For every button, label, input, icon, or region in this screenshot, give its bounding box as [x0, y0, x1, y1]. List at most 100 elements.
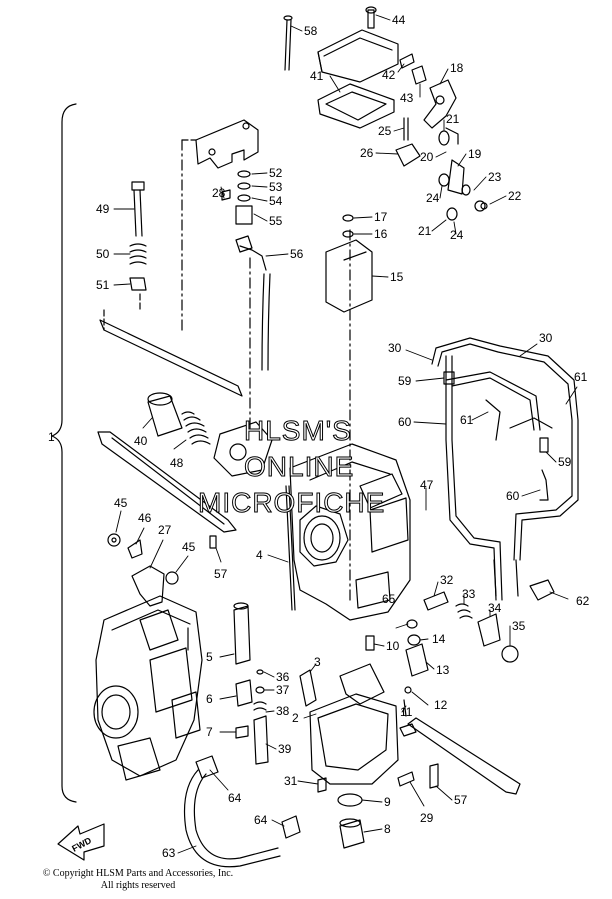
callout-19: 19	[468, 147, 482, 161]
callout-51: 51	[96, 278, 110, 292]
watermark-line-1: HLSM'S	[244, 415, 352, 446]
callout-55: 55	[269, 214, 283, 228]
callout-21: 21	[418, 224, 432, 238]
callout-60: 60	[398, 415, 412, 429]
callout-42: 42	[382, 68, 396, 82]
callout-63: 63	[162, 846, 176, 860]
assembly-bracket	[51, 103, 77, 803]
callout-5: 5	[206, 650, 213, 664]
callout-52: 52	[269, 166, 283, 180]
callout-17: 17	[374, 210, 388, 224]
callout-57: 57	[214, 567, 228, 581]
throttle-linkage	[395, 53, 488, 221]
callout-50: 50	[96, 247, 110, 261]
callout-2: 2	[292, 711, 299, 725]
callout-6: 6	[206, 692, 213, 706]
callout-57: 57	[454, 793, 468, 807]
callout-33: 33	[462, 587, 476, 601]
choke-cable	[235, 235, 271, 431]
callout-37: 37	[276, 683, 290, 697]
callout-60: 60	[506, 489, 520, 503]
callout-24: 24	[426, 191, 440, 205]
watermark: HLSM'S ONLINE MICROFICHE	[198, 415, 385, 519]
callout-47: 47	[420, 478, 434, 492]
callout-25: 25	[378, 124, 392, 138]
callout-36: 36	[276, 670, 290, 684]
carburetor-body-right	[213, 421, 411, 621]
callout-65: 65	[382, 592, 396, 606]
callout-41: 41	[310, 69, 324, 83]
callout-59: 59	[398, 374, 412, 388]
callout-61: 61	[460, 413, 474, 427]
top-cover	[283, 6, 399, 129]
vent-pipes	[431, 337, 579, 601]
callout-3: 3	[314, 655, 321, 669]
callout-32: 32	[440, 573, 454, 587]
callout-23: 23	[488, 170, 502, 184]
drain-hose	[183, 755, 301, 868]
callout-34: 34	[488, 601, 502, 615]
copyright-line-1: © Copyright HLSM Parts and Accessories, …	[42, 868, 234, 879]
cable-bracket	[181, 119, 259, 331]
callout-21: 21	[446, 112, 460, 126]
callout-18: 18	[450, 61, 464, 75]
callout-45: 45	[182, 540, 196, 554]
callout-12: 12	[434, 698, 448, 712]
float-bowl	[299, 663, 417, 793]
throttle-shaft	[99, 309, 243, 397]
callout-48: 48	[170, 456, 184, 470]
callout-30: 30	[388, 341, 402, 355]
callout-39: 39	[278, 742, 292, 756]
callout-14: 14	[432, 632, 446, 646]
callout-49: 49	[96, 202, 110, 216]
callout-8: 8	[384, 822, 391, 836]
watermark-line-2: ONLINE	[244, 451, 354, 482]
callout-64: 64	[228, 791, 242, 805]
link-rod	[97, 431, 237, 607]
jet-assembly-right	[365, 591, 519, 677]
callout-10: 10	[386, 639, 400, 653]
callout-44: 44	[392, 13, 406, 27]
callout-26: 26	[360, 146, 374, 160]
callout-40: 40	[134, 434, 148, 448]
callout-28: 28	[212, 186, 226, 200]
callout-35: 35	[512, 619, 526, 633]
callout-15: 15	[390, 270, 404, 284]
slide-assembly	[325, 214, 373, 601]
copyright-line-2: All rights reserved	[100, 880, 176, 891]
callout-1: 1	[48, 430, 55, 444]
callout-9: 9	[384, 795, 391, 809]
callout-11: 11	[400, 705, 413, 719]
connecting-bar	[407, 717, 521, 795]
watermark-line-3: MICROFICHE	[198, 487, 385, 518]
carburetor-body-left	[93, 595, 203, 781]
callout-16: 16	[374, 227, 388, 241]
callout-45: 45	[114, 496, 128, 510]
callout-59: 59	[558, 455, 572, 469]
callout-27: 27	[158, 523, 172, 537]
callout-31: 31	[284, 774, 298, 788]
callout-54: 54	[269, 194, 283, 208]
callout-38: 38	[276, 704, 290, 718]
callout-53: 53	[269, 180, 283, 194]
fwd-label: FWD	[70, 835, 93, 854]
callout-24: 24	[450, 228, 464, 242]
callout-30: 30	[539, 331, 553, 345]
callout-29: 29	[420, 811, 434, 825]
callout-13: 13	[436, 663, 450, 677]
callout-4: 4	[256, 548, 263, 562]
callout-20: 20	[420, 150, 434, 164]
callout-64: 64	[254, 813, 268, 827]
adjust-screw	[129, 181, 147, 311]
callout-62: 62	[576, 594, 590, 608]
jet-assembly-center	[233, 602, 269, 765]
copyright-notice: © Copyright HLSM Parts and Accessories, …	[8, 868, 268, 892]
callout-22: 22	[508, 189, 522, 203]
callout-61: 61	[574, 370, 588, 384]
callout-46: 46	[138, 511, 152, 525]
callout-58: 58	[304, 24, 318, 38]
fwd-arrow	[57, 823, 105, 861]
